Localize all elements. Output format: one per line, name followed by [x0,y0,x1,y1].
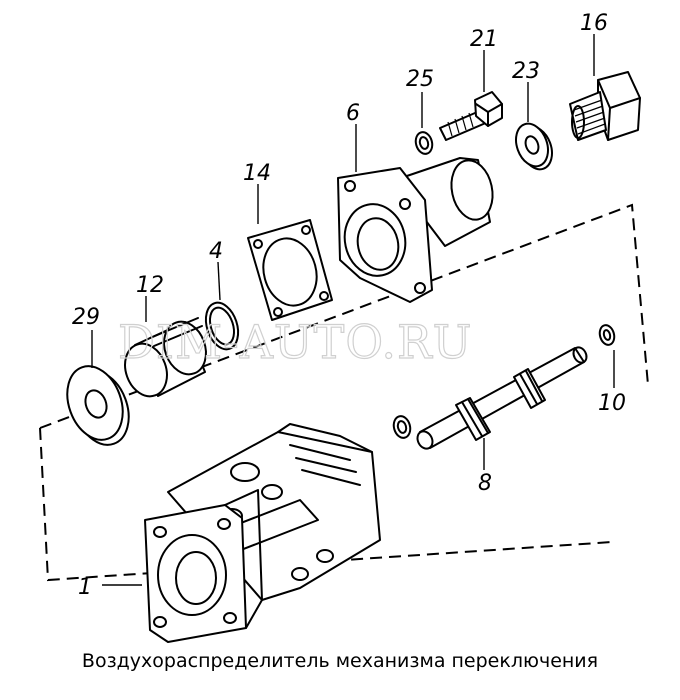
part-1-housing [144,423,381,643]
callout-12: 12 [136,273,164,298]
part-25-small-washer [414,131,434,155]
rod-end-ring [392,415,412,439]
callout-21: 21 [470,27,498,52]
part-10-ring [598,324,616,346]
part-8-valve-rod [416,346,588,450]
callout-16: 16 [580,11,608,36]
callout-23: 23 [512,59,540,84]
callout-29: 29 [72,305,100,330]
part-16-plug [569,71,641,141]
callout-14: 14 [243,161,271,186]
watermark-text: DIM-AUTO.RU [118,315,472,369]
part-14-gasket [247,219,333,321]
diagram-caption: Воздухораспределитель механизма переключ… [81,650,599,672]
part-21-bolt [439,91,503,141]
part-29-washer [66,365,130,446]
assembly-axis-lines [39,203,649,582]
part-23-washer [515,122,553,171]
callout-1: 1 [78,575,92,600]
callout-8: 8 [478,471,492,496]
part-12-piston [124,317,207,398]
callout-6: 6 [346,101,360,126]
callout-25: 25 [406,67,434,92]
part-6-cylinder-cover [337,157,494,303]
callout-10: 10 [598,391,626,416]
callout-labels: 1 29 12 4 14 6 25 21 23 16 10 8 [72,11,626,600]
callout-4: 4 [209,239,223,264]
part-4-o-ring [204,301,240,351]
leader-lines [91,34,615,586]
